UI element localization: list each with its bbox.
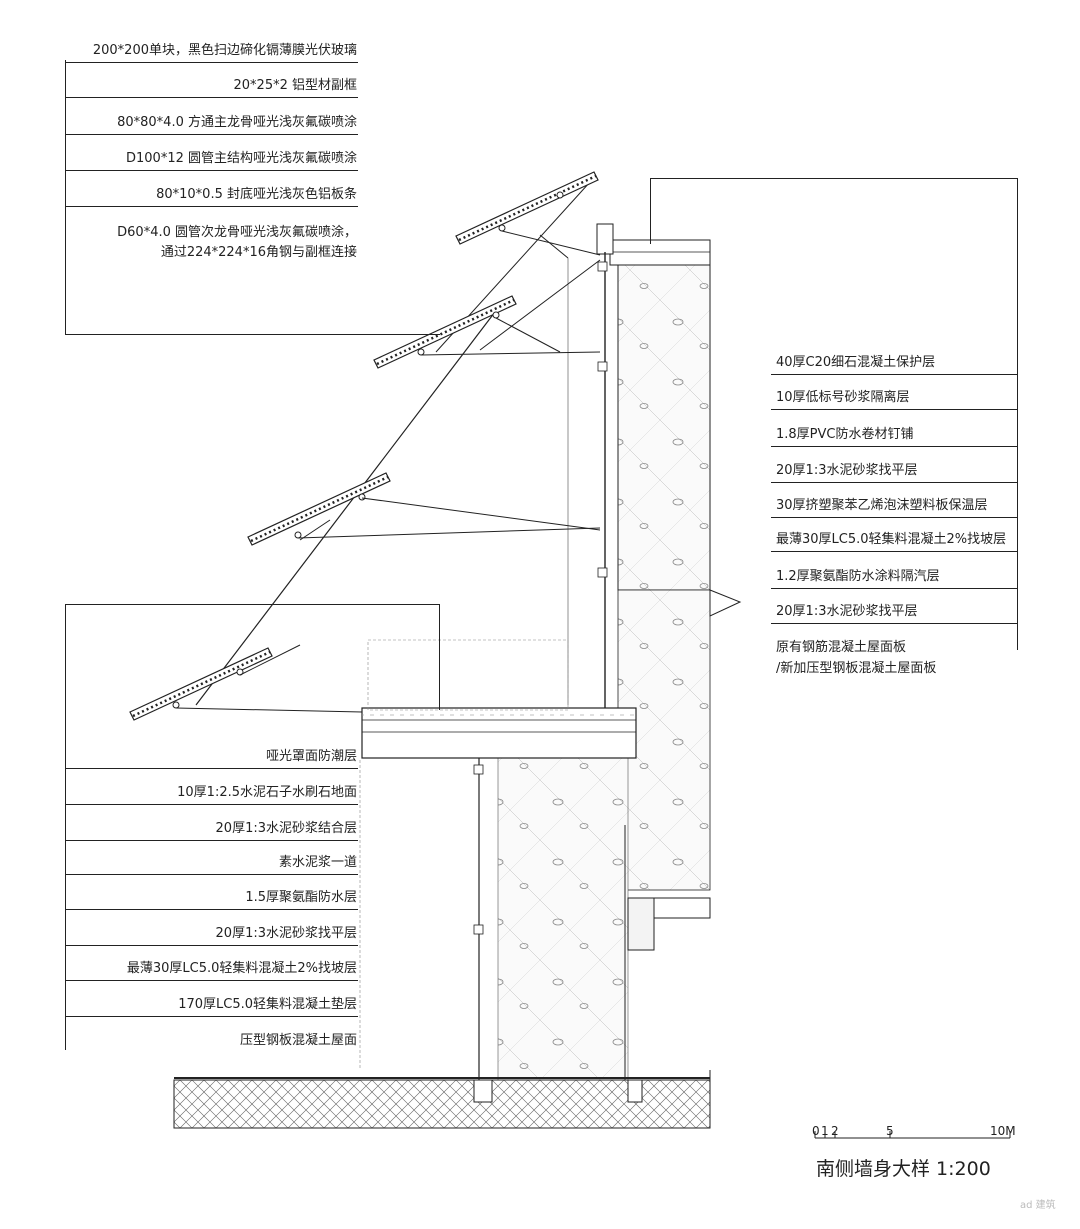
label-right-separator-3 [771,482,1017,483]
label-bottom-left-2: 20厚1:3水泥砂浆结合层 [215,821,357,836]
label-bottom-left-4: 1.5厚聚氨酯防水层 [245,890,357,905]
label-bottom-left-0: 哑光罩面防潮层 [265,749,357,764]
leader-frame-top-right-top [650,178,1017,179]
label-right-9: /新加压型钢板混凝土屋面板 [776,661,937,676]
strut-members [175,230,601,713]
label-bottom-left-separator-0 [65,768,358,769]
label-top-left-separator-4 [65,206,358,207]
label-bottom-left-separator-7 [65,1016,358,1017]
scale-tick-2: 2 [831,1124,839,1138]
scale-tick-10m: 10M [990,1124,1016,1138]
pv-panel-3 [373,295,517,369]
label-bottom-left-separator-3 [65,874,358,875]
glass-outline [367,639,569,711]
label-bottom-left-separator-5 [65,945,358,946]
leader-top-right-drop [650,178,651,244]
leader-frame-bottom-left-v [65,604,66,1050]
label-bottom-left-separator-6 [65,980,358,981]
label-top-left-separator-0 [65,62,358,63]
label-right-2: 1.8厚PVC防水卷材钉铺 [776,427,914,442]
label-right-4: 30厚挤塑聚苯乙烯泡沫塑料板保温层 [776,498,988,513]
floor-slab-finish [362,708,636,720]
ground-paving [173,1079,711,1129]
label-right-separator-6 [771,588,1017,589]
label-top-left-1: 20*25*2 铝型材副框 [233,78,358,93]
pv-panel-1 [129,647,273,721]
scale-bar [814,1131,1011,1139]
label-right-separator-4 [771,517,1017,518]
label-top-left-3: D100*12 圆管主结构哑光浅灰氟碳喷涂 [126,151,357,166]
bolts [473,261,608,935]
label-top-left-4: 80*10*0.5 封底哑光浅灰色铝板条 [156,187,357,202]
label-top-left-2: 80*80*4.0 方通主龙骨哑光浅灰氟碳喷涂 [117,115,357,130]
label-right-separator-0 [771,374,1017,375]
lower-wall-infill [497,754,629,1081]
label-bottom-left-5: 20厚1:3水泥砂浆找平层 [215,926,357,941]
label-bottom-left-1: 10厚1:2.5水泥石子水刷石地面 [177,785,357,800]
leader-frame-top-left-bottom [65,334,440,335]
footing-right [627,1079,643,1103]
label-top-left-0: 200*200单块，黑色扫边碲化镉薄膜光伏玻璃 [92,43,357,58]
label-right-7: 20厚1:3水泥砂浆找平层 [776,604,918,619]
lower-beam [627,897,655,951]
label-right-separator-5 [771,551,1017,552]
label-bottom-left-6: 最薄30厚LC5.0轻集料混凝土2%找坡层 [126,961,357,976]
drawing-title: 南侧墙身大样 1:200 [816,1158,991,1180]
label-bottom-left-separator-1 [65,804,358,805]
label-bottom-left-separator-2 [65,840,358,841]
label-top-left-separator-1 [65,97,358,98]
label-right-5: 最薄30厚LC5.0轻集料混凝土2%找坡层 [776,532,1007,547]
pv-panel-4 [455,171,599,245]
label-right-separator-2 [771,446,1017,447]
leader-bottom-left-drop [439,604,440,710]
roof-top-layer [609,239,711,266]
label-right-3: 20厚1:3水泥砂浆找平层 [776,463,918,478]
scale-tick-0: 0 [812,1124,820,1138]
label-bottom-left-3: 素水泥浆一道 [278,855,357,870]
concrete-wall-upper [617,264,711,591]
scale-tick-5: 5 [886,1124,894,1138]
leader-frame-top-right-v [1017,178,1018,650]
pv-panel-2 [247,472,391,546]
label-right-separator-7 [771,623,1017,624]
label-right-1: 10厚低标号砂浆隔离层 [776,390,910,405]
scale-tick-1: 1 [821,1124,829,1138]
label-top-left-6: 通过224*224*16角钢与副框连接 [160,245,357,260]
watermark: ad 建筑 [1020,1200,1056,1211]
label-bottom-left-separator-4 [65,909,358,910]
canopy-main-slope [195,307,499,706]
label-top-left-separator-2 [65,134,358,135]
label-right-8: 原有钢筋混凝土屋面板 [776,640,907,655]
leader-frame-top-left-v [65,60,66,334]
label-bottom-left-8: 压型钢板混凝土屋面 [239,1033,357,1048]
parapet-cap [596,223,614,255]
label-right-separator-1 [771,409,1017,410]
footing-left [473,1079,493,1103]
label-top-left-5: D60*4.0 圆管次龙骨哑光浅灰氟碳喷涂， [117,225,357,240]
leader-frame-bottom-left-top [65,604,439,605]
label-right-0: 40厚C20细石混凝土保护层 [776,355,936,370]
label-right-6: 1.2厚聚氨酯防水涂料隔汽层 [776,569,940,584]
label-bottom-left-7: 170厚LC5.0轻集料混凝土垫层 [178,997,357,1012]
wall-notch [709,589,742,617]
label-top-left-separator-3 [65,170,358,171]
